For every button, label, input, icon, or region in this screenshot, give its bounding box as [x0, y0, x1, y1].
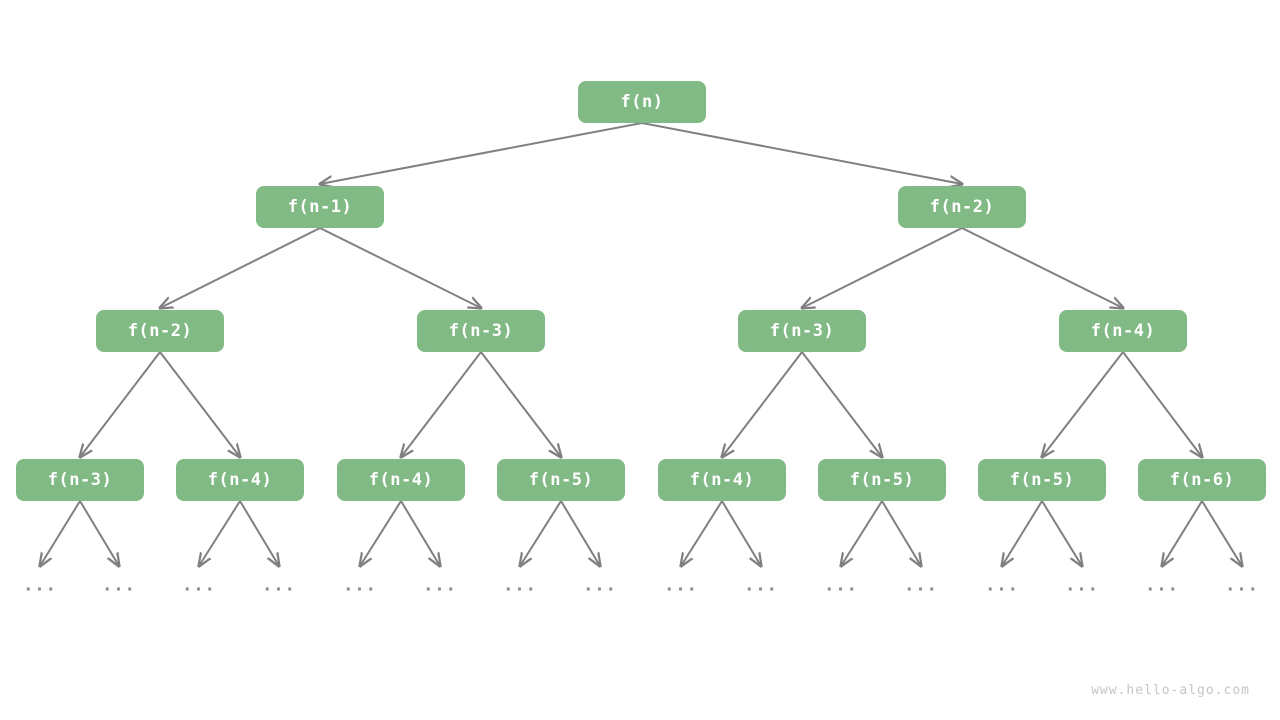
ellipsis-9: ... — [744, 575, 778, 596]
ellipsis-8: ... — [664, 575, 698, 596]
tree-node-n4: f(n-3) — [417, 310, 545, 352]
ellipsis-14: ... — [1145, 575, 1179, 596]
tree-edge-n3-to-n7 — [80, 351, 161, 457]
tree-edge-n6-to-n14 — [1122, 351, 1202, 457]
ellipsis-3: ... — [262, 575, 296, 596]
tree-node-n3: f(n-2) — [96, 310, 224, 352]
tree-edge-n8-to-ellipsis-2 — [199, 500, 241, 566]
tree-node-n1: f(n-1) — [256, 186, 384, 228]
tree-edge-n4-to-n10 — [480, 351, 561, 457]
tree-edge-n13-to-ellipsis-12 — [1002, 500, 1043, 566]
ellipsis-7: ... — [583, 575, 617, 596]
ellipsis-15: ... — [1225, 575, 1259, 596]
tree-edge-n4-to-n9 — [401, 351, 482, 457]
ellipsis-4: ... — [343, 575, 377, 596]
ellipsis-13: ... — [1065, 575, 1099, 596]
ellipsis-11: ... — [904, 575, 938, 596]
tree-node-n8: f(n-4) — [176, 459, 304, 501]
tree-edge-n7-to-ellipsis-1 — [79, 500, 119, 566]
tree-node-n5: f(n-3) — [738, 310, 866, 352]
tree-edge-n14-to-ellipsis-14 — [1162, 500, 1203, 566]
ellipsis-12: ... — [985, 575, 1019, 596]
tree-edge-n0-to-n2 — [641, 122, 962, 184]
tree-node-n10: f(n-5) — [497, 459, 625, 501]
tree-edge-n6-to-n13 — [1042, 351, 1124, 457]
tree-edge-n1-to-n3 — [160, 227, 321, 308]
ellipsis-6: ... — [503, 575, 537, 596]
tree-edge-n12-to-ellipsis-10 — [841, 500, 883, 566]
tree-node-n7: f(n-3) — [16, 459, 144, 501]
tree-edge-n5-to-n12 — [801, 351, 882, 457]
tree-edge-n13-to-ellipsis-13 — [1041, 500, 1082, 566]
tree-edge-n9-to-ellipsis-5 — [400, 500, 440, 566]
tree-edge-n10-to-ellipsis-6 — [520, 500, 562, 566]
tree-node-n0: f(n) — [578, 81, 706, 123]
tree-edge-n8-to-ellipsis-3 — [239, 500, 279, 566]
watermark: www.hello-algo.com — [1091, 683, 1250, 698]
tree-edge-n2-to-n5 — [802, 227, 963, 308]
tree-node-n2: f(n-2) — [898, 186, 1026, 228]
tree-edge-n9-to-ellipsis-4 — [360, 500, 402, 566]
tree-edge-n12-to-ellipsis-11 — [881, 500, 921, 566]
tree-node-n12: f(n-5) — [818, 459, 946, 501]
tree-node-n13: f(n-5) — [978, 459, 1106, 501]
tree-node-n9: f(n-4) — [337, 459, 465, 501]
tree-edge-n7-to-ellipsis-0 — [40, 500, 81, 566]
tree-node-n6: f(n-4) — [1059, 310, 1187, 352]
tree-edge-n0-to-n1 — [320, 122, 643, 184]
tree-edge-n2-to-n6 — [961, 227, 1123, 308]
ellipsis-10: ... — [824, 575, 858, 596]
tree-edge-n11-to-ellipsis-9 — [721, 500, 761, 566]
ellipsis-1: ... — [102, 575, 136, 596]
tree-node-n14: f(n-6) — [1138, 459, 1266, 501]
tree-node-n11: f(n-4) — [658, 459, 786, 501]
tree-edge-n11-to-ellipsis-8 — [681, 500, 723, 566]
ellipsis-5: ... — [423, 575, 457, 596]
tree-edge-n10-to-ellipsis-7 — [560, 500, 600, 566]
tree-edge-n14-to-ellipsis-15 — [1201, 500, 1242, 566]
tree-edge-n3-to-n8 — [159, 351, 240, 457]
tree-edge-n5-to-n11 — [722, 351, 803, 457]
tree-edge-n1-to-n4 — [319, 227, 481, 308]
ellipsis-2: ... — [182, 575, 216, 596]
ellipsis-0: ... — [23, 575, 57, 596]
